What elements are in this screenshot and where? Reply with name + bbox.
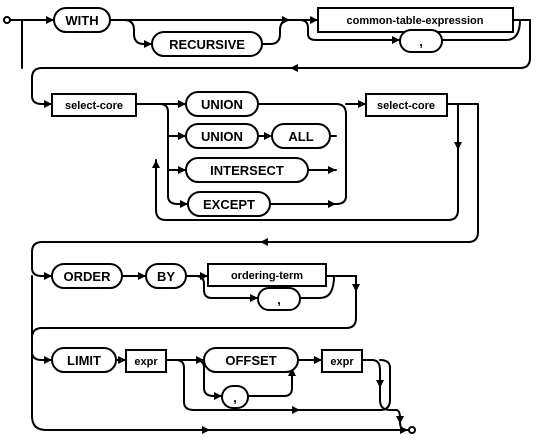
limit-section bbox=[31, 356, 409, 434]
offset-keyword-label: OFFSET bbox=[225, 353, 276, 368]
select-core-label-first: select-core bbox=[65, 100, 123, 112]
end-arrow bbox=[400, 426, 408, 434]
ordering-term-label: ordering-term bbox=[231, 270, 303, 282]
expr-box-first: expr bbox=[125, 349, 167, 373]
recursive-keyword-label: RECURSIVE bbox=[169, 37, 245, 52]
all-keyword-label: ALL bbox=[288, 129, 313, 144]
order-keyword-label: ORDER bbox=[64, 269, 112, 284]
limit-comma: , bbox=[221, 385, 249, 409]
except-keyword: EXCEPT bbox=[187, 191, 271, 217]
union-keyword-label: UNION bbox=[201, 97, 243, 112]
common-table-expression-label: common-table-expression bbox=[347, 15, 484, 27]
select-core-box-first: select-core bbox=[51, 93, 137, 117]
intersect-keyword-label: INTERSECT bbox=[210, 163, 284, 178]
with-keyword: WITH bbox=[53, 7, 111, 33]
expr-label-second: expr bbox=[330, 356, 354, 368]
ordering-term-comma: , bbox=[257, 287, 301, 311]
limit-keyword: LIMIT bbox=[51, 347, 117, 373]
start-point bbox=[3, 16, 11, 24]
cte-comma-label: , bbox=[419, 34, 423, 49]
ordering-term-comma-label: , bbox=[277, 292, 281, 307]
union-all-union-label: UNION bbox=[201, 129, 243, 144]
union-all-keyword: UNION bbox=[185, 123, 259, 149]
with-clause-section bbox=[7, 16, 531, 108]
limit-keyword-label: LIMIT bbox=[67, 353, 101, 368]
compound-select-section bbox=[31, 100, 479, 280]
order-keyword: ORDER bbox=[51, 263, 123, 289]
select-core-box-second: select-core bbox=[365, 93, 448, 117]
expr-box-second: expr bbox=[321, 349, 363, 373]
with-keyword-label: WITH bbox=[65, 13, 98, 28]
intersect-keyword: INTERSECT bbox=[185, 157, 309, 183]
expr-label-first: expr bbox=[134, 356, 158, 368]
limit-comma-label: , bbox=[233, 390, 237, 405]
by-keyword-label: BY bbox=[157, 269, 175, 284]
recursive-keyword: RECURSIVE bbox=[151, 31, 263, 57]
end-point bbox=[408, 426, 416, 434]
union-keyword: UNION bbox=[185, 91, 259, 117]
order-by-section bbox=[31, 272, 360, 417]
ordering-term-box: ordering-term bbox=[207, 263, 327, 287]
offset-keyword: OFFSET bbox=[203, 347, 299, 373]
select-core-label-second: select-core bbox=[377, 100, 435, 112]
by-keyword: BY bbox=[145, 263, 187, 289]
cte-comma: , bbox=[399, 29, 443, 53]
except-keyword-label: EXCEPT bbox=[203, 197, 255, 212]
all-keyword: ALL bbox=[271, 123, 331, 149]
common-table-expression-box: common-table-expression bbox=[317, 7, 514, 33]
